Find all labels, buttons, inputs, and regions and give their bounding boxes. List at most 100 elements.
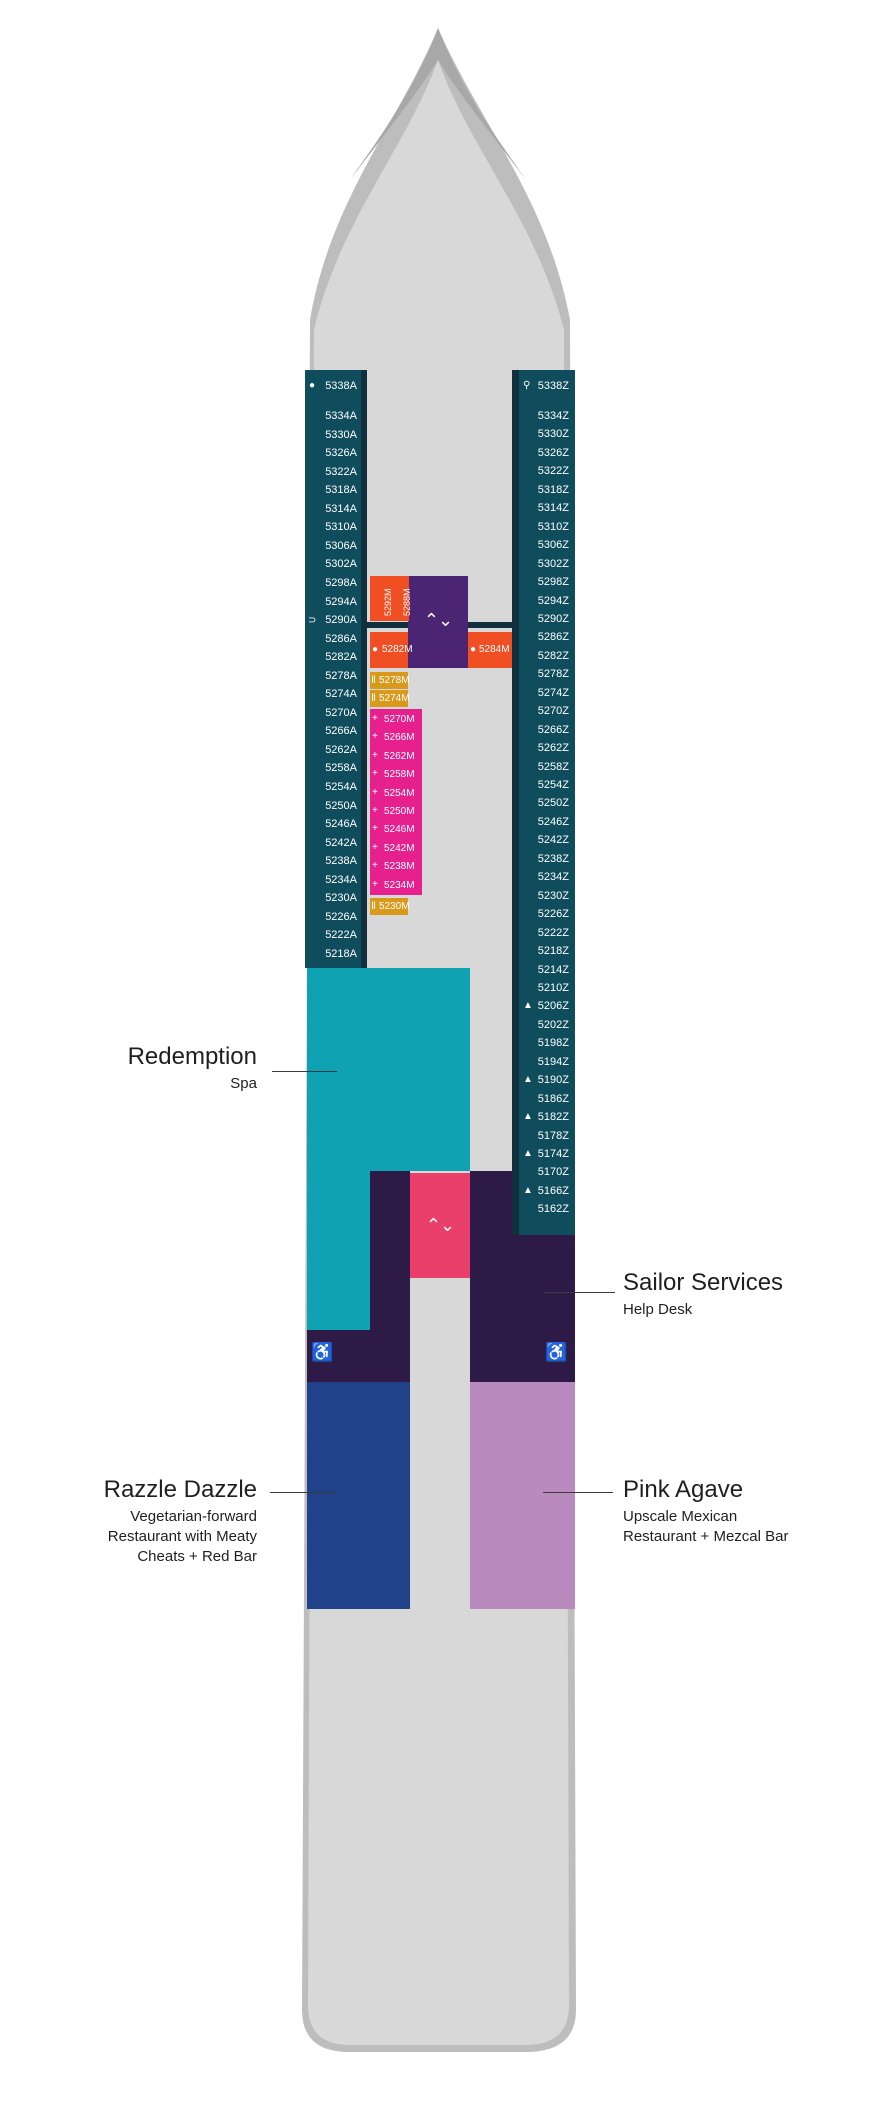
cabin-5266A[interactable]: 5266A: [325, 725, 357, 738]
cabin-5210Z[interactable]: 5210Z: [537, 981, 569, 994]
redemption-spa-area: [307, 968, 470, 1330]
cabin-5250Z[interactable]: 5250Z: [537, 797, 569, 810]
cabin-5286Z[interactable]: 5286Z: [537, 631, 569, 644]
cabin-5274Z[interactable]: 5274Z: [537, 686, 569, 699]
cabin-5194Z[interactable]: 5194Z: [537, 1055, 569, 1068]
cabin-5238A[interactable]: 5238A: [325, 855, 357, 868]
cabin-5166Z[interactable]: 5166Z: [537, 1184, 569, 1197]
cabin-5302Z[interactable]: 5302Z: [537, 557, 569, 570]
cabin-5218A[interactable]: 5218A: [325, 947, 357, 960]
bed-icon: Ⅱ: [371, 693, 376, 704]
cabin-5242A[interactable]: 5242A: [325, 836, 357, 849]
cabin-5266Z[interactable]: 5266Z: [537, 723, 569, 736]
cabin-5218Z[interactable]: 5218Z: [537, 945, 569, 958]
cabin-5290A[interactable]: 5290A: [325, 614, 357, 627]
cabin-5302A[interactable]: 5302A: [325, 558, 357, 571]
cabin-5298A[interactable]: 5298A: [325, 576, 357, 589]
cabin-5310A[interactable]: 5310A: [325, 521, 357, 534]
cabin-5270A[interactable]: 5270A: [325, 706, 357, 719]
cabin-5254M[interactable]: 5254M: [384, 787, 415, 799]
cabin-5174Z[interactable]: 5174Z: [537, 1148, 569, 1160]
cabin-5226Z[interactable]: 5226Z: [537, 908, 569, 921]
cabin-5262M[interactable]: 5262M: [384, 750, 415, 762]
cabin-5162Z[interactable]: 5162Z: [537, 1203, 569, 1216]
cabin-5246A[interactable]: 5246A: [325, 818, 357, 831]
cabin-5270Z[interactable]: 5270Z: [537, 705, 569, 718]
cabin-5254Z[interactable]: 5254Z: [537, 779, 569, 791]
cabin-5250M[interactable]: 5250M: [384, 806, 415, 817]
cabin-5292M[interactable]: 5292M: [383, 588, 393, 616]
cabin-5326Z[interactable]: 5326Z: [537, 446, 569, 459]
cabin-5258A[interactable]: 5258A: [325, 762, 357, 775]
cabin-5278M[interactable]: 5278M: [379, 675, 410, 686]
cabin-5178Z[interactable]: 5178Z: [537, 1129, 569, 1142]
plus-icon: +: [372, 823, 378, 835]
cabin-5170Z[interactable]: 5170Z: [537, 1166, 569, 1179]
dot-icon: ●: [470, 644, 477, 655]
cabin-5288M[interactable]: 5288M: [402, 588, 412, 616]
cabin-5310Z[interactable]: 5310Z: [537, 520, 569, 533]
port-cabin-block: [305, 370, 367, 968]
cabin-5314A[interactable]: 5314A: [325, 502, 357, 515]
cabin-5214Z[interactable]: 5214Z: [537, 963, 569, 976]
cabin-5246M[interactable]: 5246M: [384, 824, 415, 836]
cabin-5294Z[interactable]: 5294Z: [537, 594, 569, 607]
cabin-5318Z[interactable]: 5318Z: [537, 483, 569, 496]
cabin-5198Z[interactable]: 5198Z: [537, 1037, 569, 1050]
cabin-5190Z[interactable]: 5190Z: [537, 1074, 569, 1087]
cabin-5250A[interactable]: 5250A: [325, 799, 357, 812]
cabin-5306A[interactable]: 5306A: [325, 539, 357, 552]
cabin-5322A[interactable]: 5322A: [325, 465, 357, 478]
cabin-5334Z[interactable]: 5334Z: [537, 410, 569, 422]
cabin-5298Z[interactable]: 5298Z: [537, 576, 569, 589]
cabin-5258Z[interactable]: 5258Z: [537, 760, 569, 773]
cabin-5334A[interactable]: 5334A: [325, 410, 357, 422]
cabin-5238M[interactable]: 5238M: [384, 861, 415, 873]
cabin-5330Z[interactable]: 5330Z: [537, 428, 569, 441]
cabin-5254A[interactable]: 5254A: [325, 781, 357, 793]
cabin-5306Z[interactable]: 5306Z: [537, 539, 569, 552]
cabin-5234Z[interactable]: 5234Z: [537, 871, 569, 884]
cabin-5262Z[interactable]: 5262Z: [537, 742, 569, 755]
cabin-5282Z[interactable]: 5282Z: [537, 649, 569, 662]
cabin-5230A[interactable]: 5230A: [325, 892, 357, 905]
cabin-5206Z[interactable]: 5206Z: [537, 1000, 569, 1013]
cabin-5282A[interactable]: 5282A: [325, 651, 357, 664]
cabin-5274A[interactable]: 5274A: [325, 688, 357, 701]
cabin-5230Z[interactable]: 5230Z: [537, 889, 569, 902]
cabin-5282M[interactable]: 5282M: [382, 644, 413, 655]
pink-agave-desc-2: Restaurant + Mezcal Bar: [623, 1528, 789, 1545]
cabin-5242M[interactable]: 5242M: [384, 842, 415, 854]
cabin-5202Z[interactable]: 5202Z: [537, 1018, 569, 1031]
cabin-5246Z[interactable]: 5246Z: [537, 815, 569, 828]
cabin-5266M[interactable]: 5266M: [384, 732, 415, 744]
cabin-5270M[interactable]: 5270M: [384, 714, 415, 725]
cabin-5330A[interactable]: 5330A: [325, 428, 357, 441]
cabin-5338Z[interactable]: 5338Z: [537, 380, 569, 392]
cabin-5294A[interactable]: 5294A: [325, 595, 357, 608]
razzle-dazzle-title: Razzle Dazzle: [103, 1476, 257, 1503]
cabin-5314Z[interactable]: 5314Z: [537, 502, 569, 515]
cabin-5284M[interactable]: 5284M: [479, 644, 510, 655]
cabin-5278A[interactable]: 5278A: [325, 669, 357, 682]
cabin-5338A[interactable]: 5338A: [325, 380, 357, 392]
cabin-5234M[interactable]: 5234M: [384, 879, 415, 891]
cabin-5318A[interactable]: 5318A: [325, 484, 357, 497]
cabin-5290Z[interactable]: 5290Z: [537, 612, 569, 625]
cabin-5326A[interactable]: 5326A: [325, 447, 357, 460]
cabin-5242Z[interactable]: 5242Z: [537, 834, 569, 847]
cabin-5286A[interactable]: 5286A: [325, 632, 357, 645]
cabin-5234A[interactable]: 5234A: [325, 873, 357, 886]
cabin-5182Z[interactable]: 5182Z: [537, 1111, 569, 1124]
cabin-5274M[interactable]: 5274M: [379, 693, 410, 704]
cabin-5222A[interactable]: 5222A: [325, 929, 357, 942]
cabin-5186Z[interactable]: 5186Z: [537, 1092, 569, 1105]
cabin-5262A[interactable]: 5262A: [325, 743, 357, 756]
cabin-5230M[interactable]: 5230M: [379, 901, 410, 912]
cabin-5226A[interactable]: 5226A: [325, 910, 357, 923]
cabin-5222Z[interactable]: 5222Z: [537, 926, 569, 939]
cabin-5258M[interactable]: 5258M: [384, 769, 415, 781]
cabin-5322Z[interactable]: 5322Z: [537, 465, 569, 478]
cabin-5238Z[interactable]: 5238Z: [537, 852, 569, 865]
cabin-5278Z[interactable]: 5278Z: [537, 668, 569, 681]
